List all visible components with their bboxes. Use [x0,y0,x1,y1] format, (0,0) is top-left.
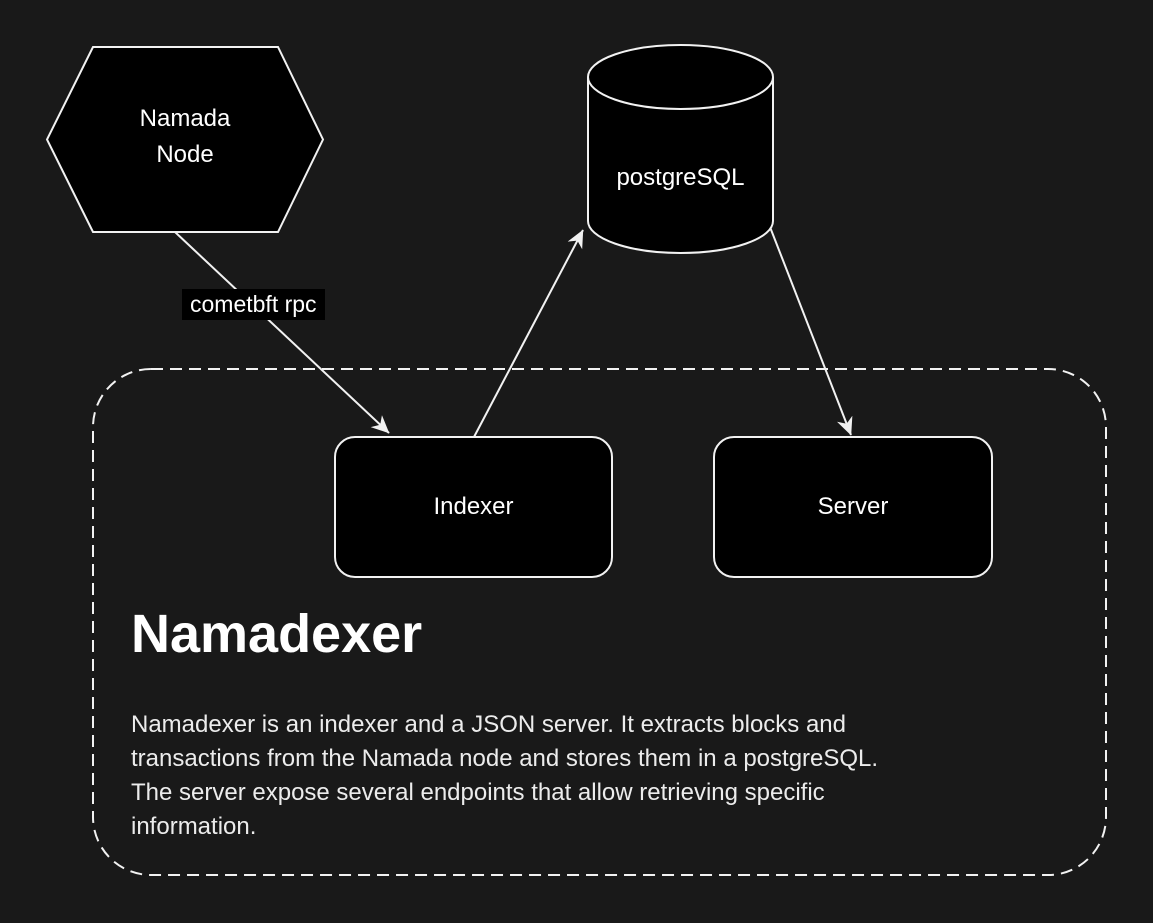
postgresql-cylinder-top [587,44,774,110]
edge-namada-to-indexer-arrow [174,231,390,434]
namadexer-container-border [92,368,1107,876]
postgresql-label: postgreSQL [616,164,745,191]
edge-indexer-to-postgresql-arrow [473,229,584,438]
namada-node-label: Namada Node [139,105,231,168]
server-label: Server [817,493,889,520]
indexer-label: Indexer [433,493,514,520]
namada-node-shape [45,46,325,233]
namadexer-title: Namadexer [131,604,423,664]
server-box [713,436,993,578]
edge-postgresql-to-server-arrow [769,226,853,436]
cometbft-rpc-edge-label: cometbft rpc [182,289,325,320]
postgresql-cylinder-body [587,77,774,254]
namadexer-description: Namadexer is an indexer and a JSON serve… [131,711,879,840]
indexer-box [334,436,613,578]
